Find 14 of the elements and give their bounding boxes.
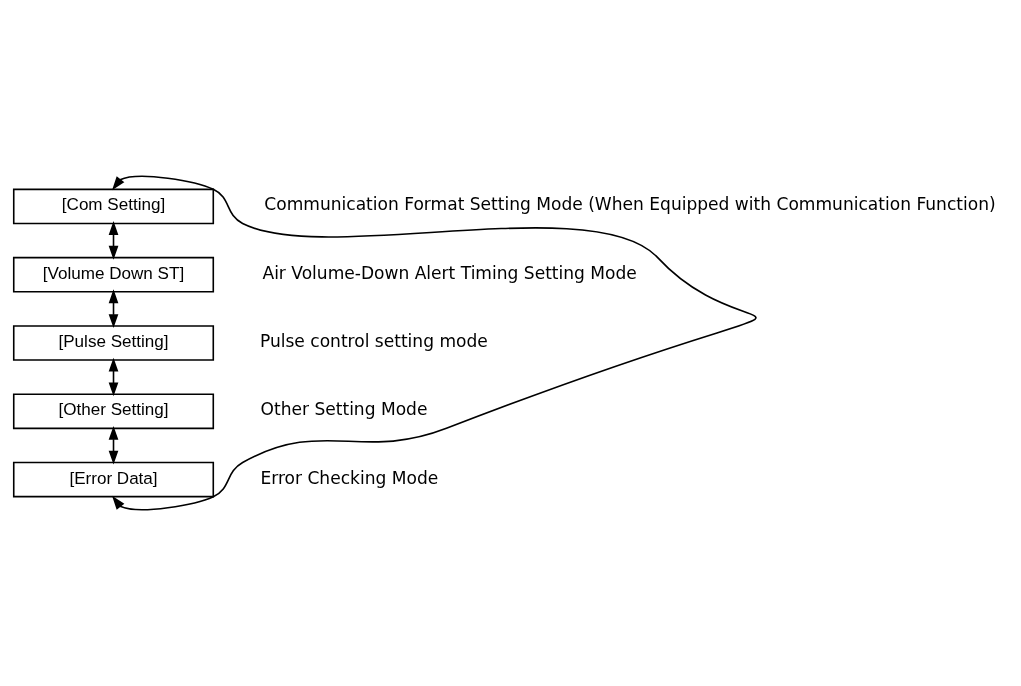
node-box: [Error Data] bbox=[12, 461, 214, 498]
node-box: [Other Setting] bbox=[12, 393, 214, 430]
arrow bbox=[108, 289, 118, 329]
node-label: Air Volume-Down Alert Timing Setting Mode bbox=[261, 262, 637, 283]
arrow bbox=[108, 221, 118, 260]
node-box: [Com Setting] bbox=[12, 188, 214, 225]
node-label: Other Setting Mode bbox=[260, 399, 427, 420]
arrow bbox=[108, 425, 118, 465]
arrow bbox=[108, 357, 118, 397]
node-box: [Volume Down ST] bbox=[12, 256, 214, 293]
node-label: Error Checking Mode bbox=[259, 467, 438, 488]
node-box: [Pulse Setting] bbox=[12, 325, 214, 361]
node-label: Communication Format Setting Mode (When Equipped with Communication Function) bbox=[263, 194, 996, 215]
node-label: Pulse control setting mode bbox=[259, 331, 488, 352]
